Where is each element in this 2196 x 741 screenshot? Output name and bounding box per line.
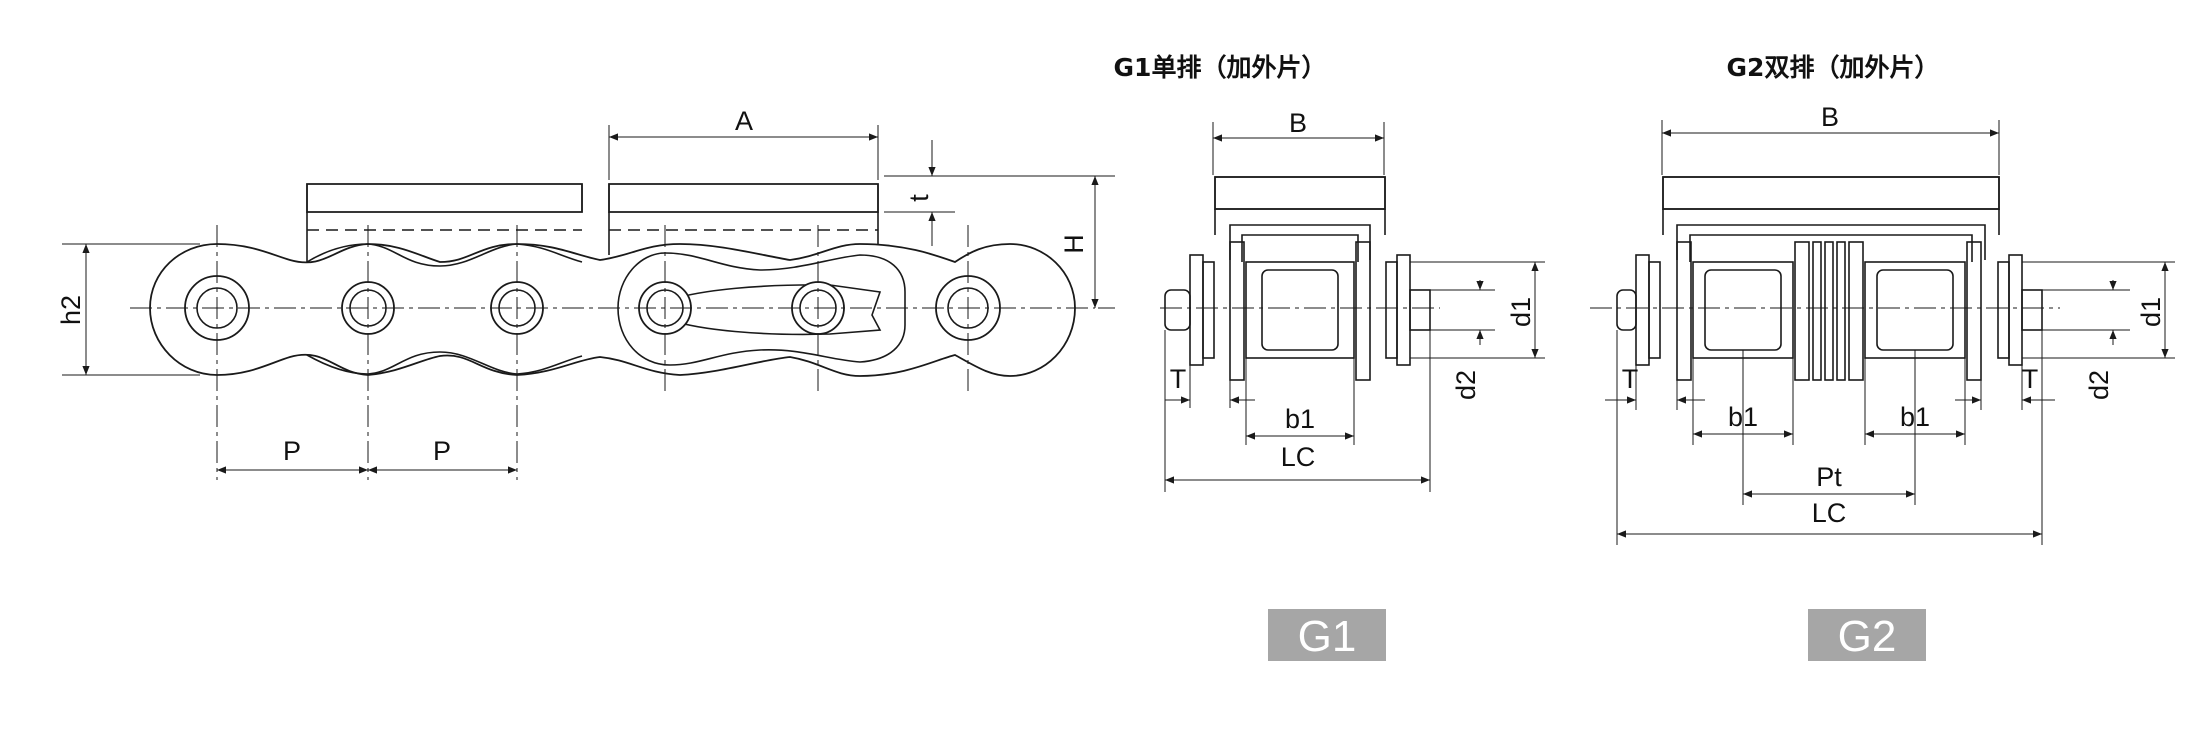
dim-A-label: A: [735, 106, 753, 136]
dim-P-label-2: P: [433, 436, 451, 466]
top-pad-right: [608, 183, 879, 255]
g1-dim-LC-label: LC: [1281, 442, 1316, 472]
top-pad-left: [306, 183, 583, 262]
g1-title: G1单排（加外片）: [1114, 53, 1327, 82]
g2-dim-d2-label: d2: [2084, 370, 2114, 400]
g2-dim-d1-label: d1: [2136, 297, 2166, 327]
g2-dim-T-right-label: T: [2022, 364, 2039, 394]
g1-badge: [1268, 609, 1386, 661]
side-view: A H t h2 P P: [56, 106, 1115, 480]
g2-dim-B-label: B: [1821, 102, 1839, 132]
dim-H-label: H: [1059, 234, 1089, 254]
g2-title: G2双排（加外片）: [1727, 53, 1940, 82]
g2-dim-T-left-label: T: [1622, 364, 1639, 394]
g2-dim-LC-label: LC: [1812, 498, 1847, 528]
dim-t-label: t: [904, 194, 934, 202]
g2-section-view: G2双排（加外片） B: [1590, 53, 2175, 661]
g2-badge: [1808, 609, 1926, 661]
dim-P-label-1: P: [283, 436, 301, 466]
g2-badge-label: G2: [1838, 612, 1897, 661]
g1-dim-b1-label: b1: [1285, 404, 1315, 434]
g1-section-view: G1单排（加外片） B d1: [1114, 53, 1545, 661]
chain-links: [149, 243, 1076, 377]
g1-dim-T-label: T: [1170, 364, 1187, 394]
g1-dim-B-label: B: [1289, 108, 1307, 138]
g1-dim-d2-label: d2: [1451, 370, 1481, 400]
g1-badge-label: G1: [1298, 612, 1357, 661]
g2-dim-Pt-label: Pt: [1816, 462, 1842, 492]
g1-dim-d1-label: d1: [1506, 297, 1536, 327]
dim-h2-label: h2: [56, 295, 86, 325]
